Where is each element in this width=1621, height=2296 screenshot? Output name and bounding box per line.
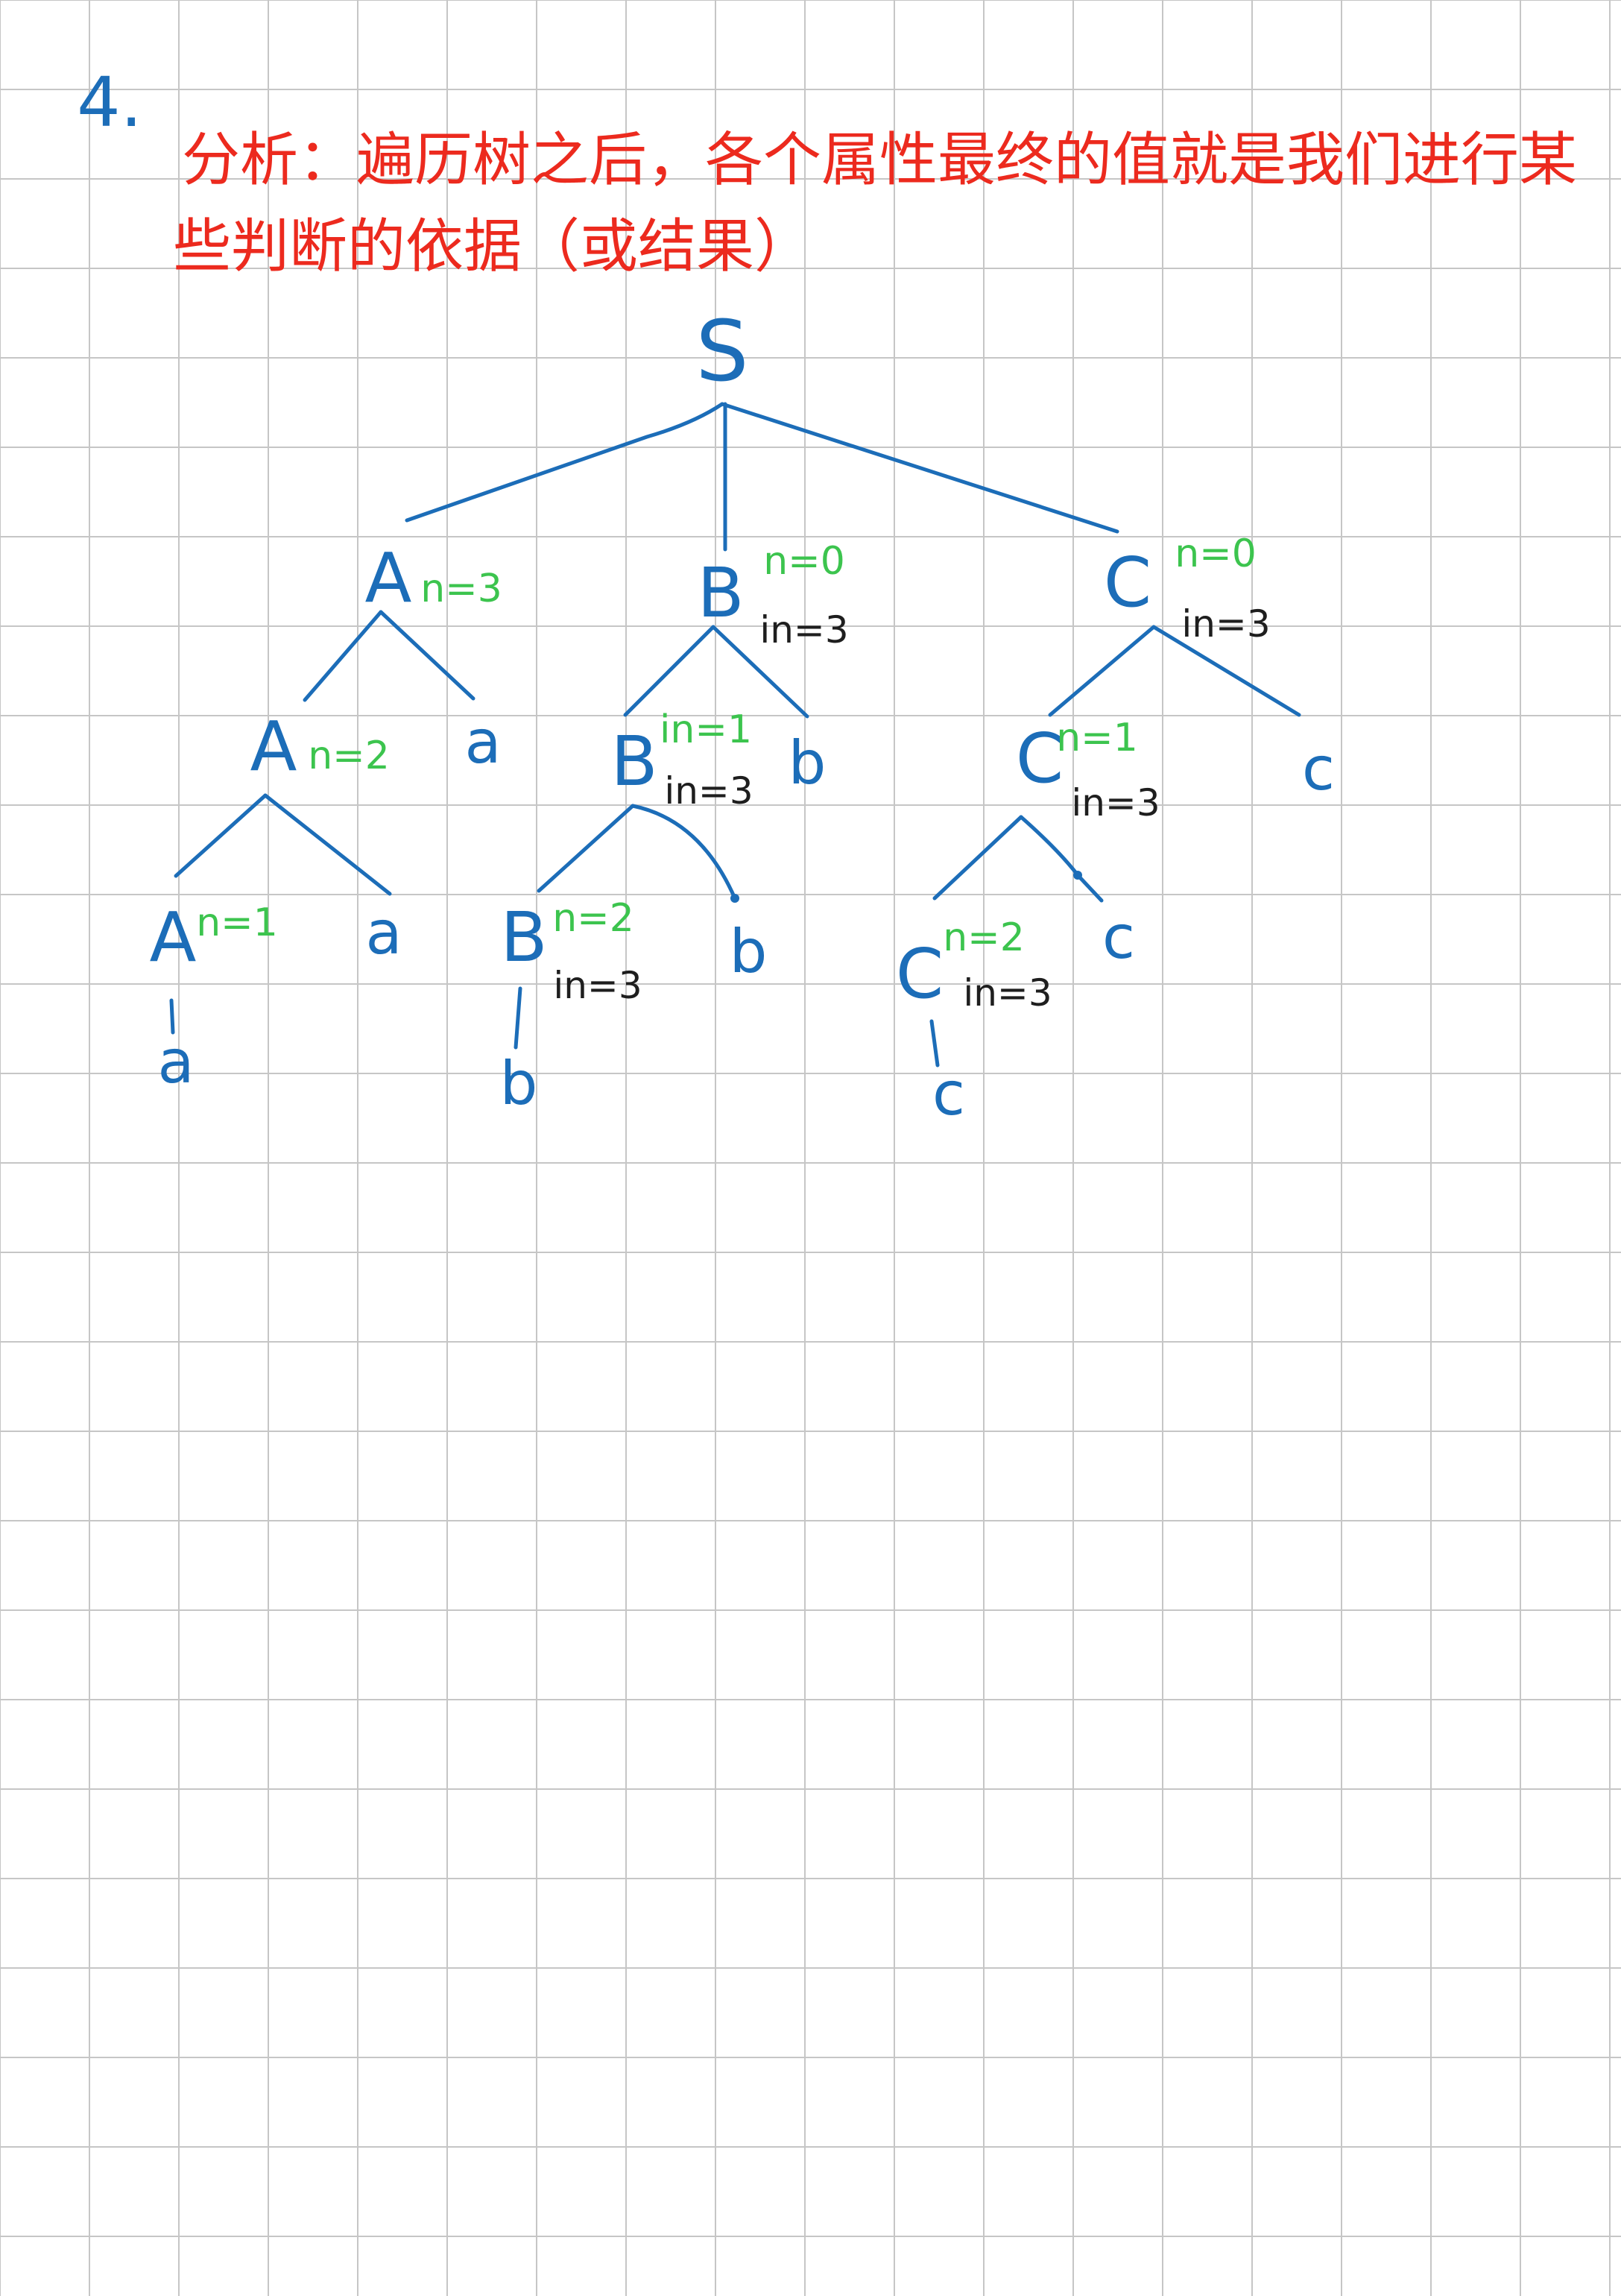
- tree-leaf-b-level3: b: [729, 917, 768, 986]
- pen-dot: [730, 894, 739, 903]
- note-line-2: 些判断的依据（或结果）: [173, 213, 813, 280]
- tree-node-s: S: [695, 303, 749, 400]
- edge-a3-to-a-leaf: [169, 998, 175, 1035]
- tree-node-b-level2: B: [610, 722, 658, 801]
- tree-leaf-a-level4: a: [157, 1027, 195, 1097]
- attr-b-level3-n: n=2: [552, 896, 634, 941]
- tree-node-a-level1: A: [364, 538, 412, 618]
- edge-a1-to-a-leaf: [379, 610, 475, 701]
- note-line-1: 分析：遍历树之后，各个属性最终的值就是我们进行某: [182, 127, 1578, 194]
- edge-b3-to-b-leaf: [514, 986, 522, 1050]
- tree-node-c-level3: C: [895, 934, 944, 1014]
- edge-a1-to-a2: [303, 610, 383, 702]
- problem-number: 4.: [77, 63, 142, 142]
- attr-b-level2-in: in=3: [664, 769, 753, 813]
- attr-b-level1-n: n=0: [763, 539, 845, 584]
- edge-c2-to-c-leaf: [1019, 815, 1104, 903]
- attr-a-level2-n: n=2: [308, 734, 390, 778]
- edge-b1-to-b-leaf: [711, 625, 809, 719]
- edge-a2-to-a-leaf: [263, 793, 392, 896]
- pen-dot: [1073, 871, 1082, 880]
- edge-s-to-a: [405, 402, 724, 523]
- attr-c-level1-n: n=0: [1175, 532, 1257, 576]
- attr-b-level2-green: in=1: [659, 707, 753, 752]
- attr-b-level1-in: in=3: [759, 608, 849, 652]
- attr-a-level1-n: n=3: [420, 567, 502, 611]
- edge-s-to-c: [720, 402, 1119, 534]
- tree-leaf-b-level2: b: [788, 728, 827, 798]
- attr-c-level3-n: n=2: [943, 915, 1025, 960]
- tree-node-c-level1: C: [1103, 543, 1152, 622]
- attr-a-level3-n: n=1: [196, 901, 278, 945]
- edge-c1-to-c-leaf: [1151, 625, 1301, 717]
- edge-b1-to-b2: [623, 625, 715, 717]
- edge-c1-to-c2: [1048, 625, 1156, 717]
- tree-leaf-c-level4: c: [932, 1059, 965, 1129]
- edge-a2-to-a3: [174, 793, 268, 878]
- attr-c-level3-in: in=3: [963, 971, 1052, 1015]
- tree-leaf-c-level2: c: [1302, 734, 1335, 804]
- attr-c-level2-n: n=1: [1056, 716, 1138, 760]
- attr-b-level3-in: in=3: [553, 964, 642, 1007]
- tree-node-a-level3: A: [149, 898, 197, 977]
- tree-leaf-a-level2: a: [464, 707, 502, 777]
- attr-c-level2-in: in=3: [1071, 781, 1160, 824]
- tree-leaf-b-level4: b: [499, 1049, 538, 1118]
- tree-leaf-a-level3: a: [365, 898, 402, 968]
- attr-c-level1-in: in=3: [1181, 602, 1271, 646]
- tree-node-c-level2: C: [1015, 719, 1064, 798]
- edge-b2-to-b3: [537, 804, 635, 893]
- tree-node-a-level2: A: [250, 707, 297, 786]
- edge-c3-to-c-leaf: [929, 1019, 940, 1067]
- tree-node-b-level3: B: [500, 898, 548, 977]
- tree-node-b-level1: B: [697, 553, 745, 633]
- edge-b2-to-b-leaf: [631, 804, 737, 901]
- tree-leaf-c-level3: c: [1102, 903, 1135, 972]
- edge-c2-to-c3: [932, 815, 1023, 901]
